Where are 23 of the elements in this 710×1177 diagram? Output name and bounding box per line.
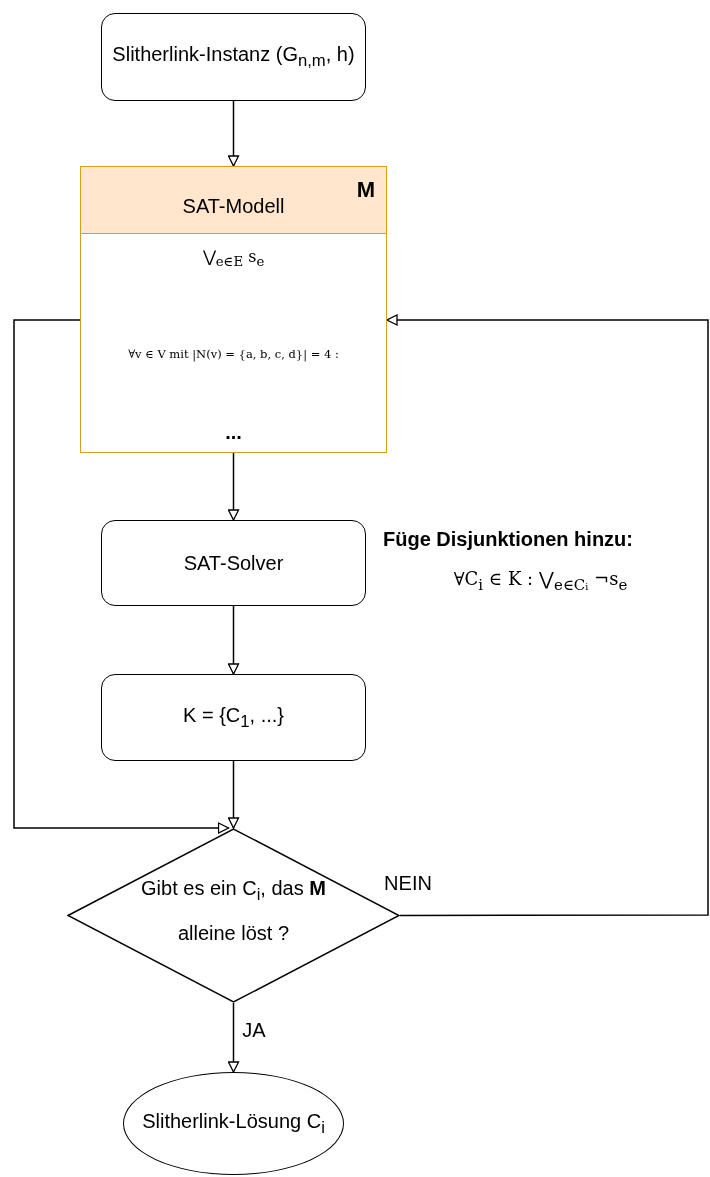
formula: ⋁$_{e∈E}$ s$_{e}$ (202, 247, 265, 266)
box-text: SAT-Solver (183, 551, 284, 575)
terminal-text: Slitherlink-Lösung C$_{i}$ (141, 1109, 326, 1138)
arrow (386, 314, 709, 917)
ellipsis: ... (225, 421, 242, 443)
arrow (227, 605, 240, 675)
formula: ∀C$_{i}$ ∈ K : ⋁$_{e∈Cᵢ}$ ¬s$_{e}$ (453, 568, 628, 589)
arrow (227, 1002, 240, 1073)
box-text: K = {C$_{1}$, ...} (183, 703, 284, 732)
formula: ∀v ∈ V mit |N(v) = {a, b, c, d}| = 4 : (128, 347, 339, 361)
decision-text: Gibt es ein C$_{i}$, das M alleine löst ? (140, 876, 327, 946)
process-box (101, 674, 366, 761)
arrow (227, 760, 240, 829)
box-text: Slitherlink-Instanz (G$_{n,m}$, h) (112, 43, 355, 71)
process-box (101, 520, 366, 606)
model-symbol: M (356, 177, 376, 202)
panel-title: SAT-Modell (182, 195, 285, 217)
arrow (227, 100, 240, 167)
process-box (101, 13, 366, 101)
arrow (227, 452, 240, 521)
note-heading: Füge Disjunktionen hinzu: (383, 528, 633, 550)
model-panel (80, 166, 387, 453)
arrow (13, 319, 230, 834)
